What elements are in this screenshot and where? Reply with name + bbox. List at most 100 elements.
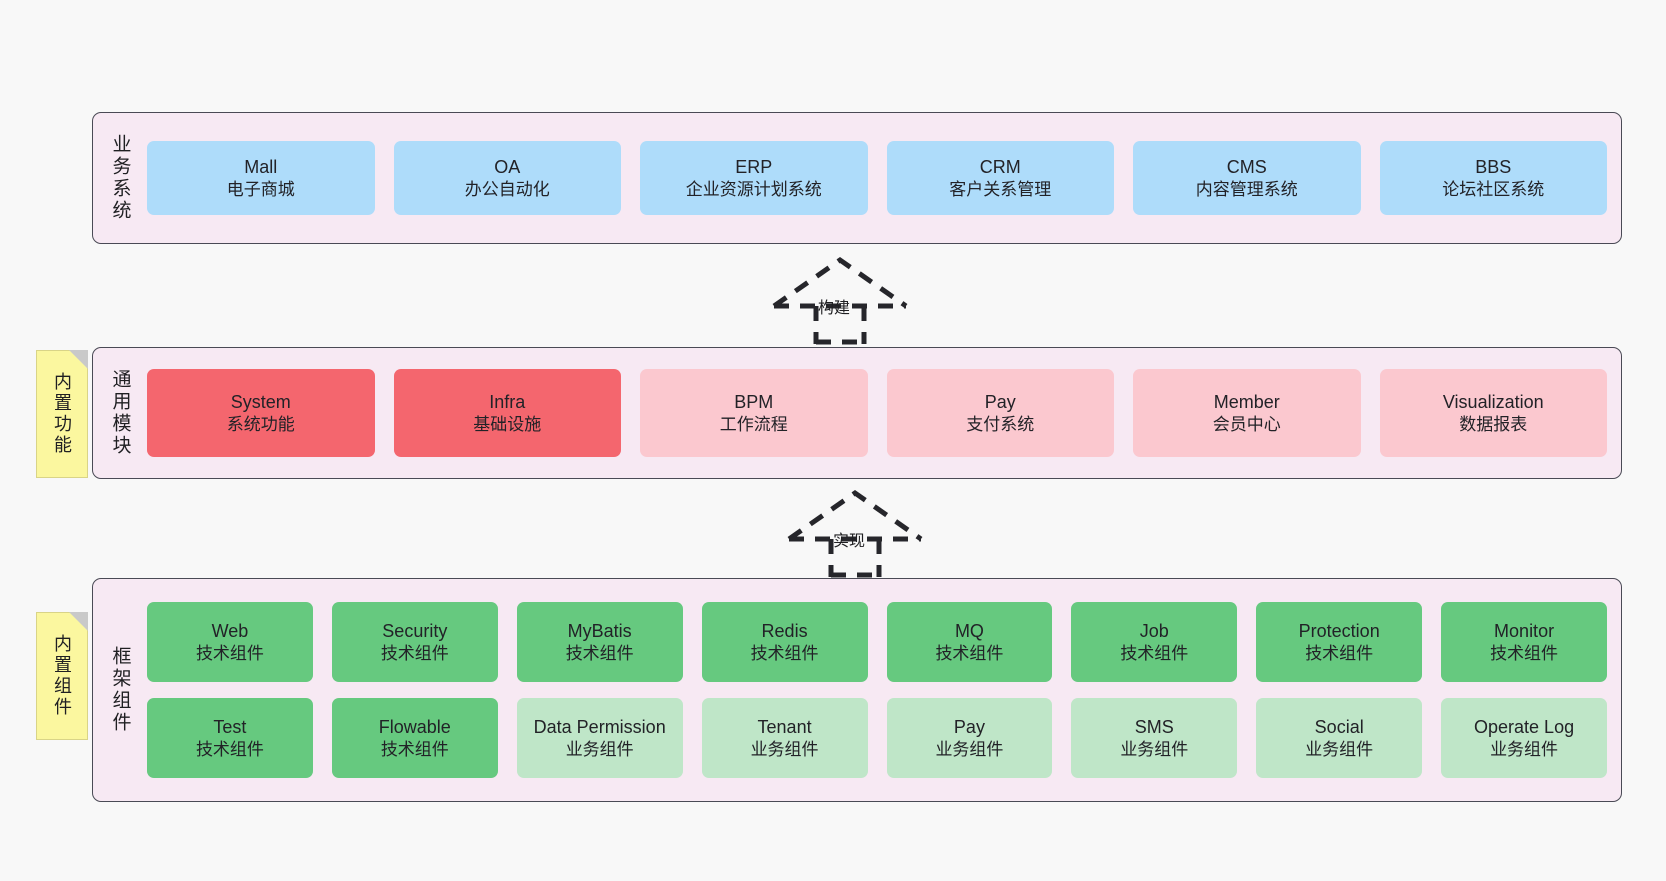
node-erp[interactable]: ERP 企业资源计划系统 [640,141,868,215]
layer-body-framework-components: Web 技术组件 Security 技术组件 MyBatis 技术组件 Redi… [147,579,1621,801]
node-subtitle: 业务组件 [565,739,634,759]
node-protection[interactable]: Protection 技术组件 [1256,602,1423,682]
node-title: Mall [244,156,278,177]
node-title: ERP [735,156,773,177]
node-title: BPM [734,391,774,412]
node-subtitle: 技术组件 [1305,643,1374,663]
note-builtin-functions: 内置功能 [36,350,88,478]
layer-label-business-systems: 业务系统 [109,134,131,222]
node-test[interactable]: Test 技术组件 [147,698,313,778]
generalization-arrow-icon [787,489,923,578]
node-subtitle: 业务组件 [1305,739,1374,759]
node-title: Job [1139,620,1169,641]
node-social[interactable]: Social 业务组件 [1256,698,1423,778]
node-bbs[interactable]: BBS 论坛社区系统 [1379,141,1607,215]
node-subtitle: 业务组件 [1490,739,1559,759]
node-row: Test 技术组件 Flowable 技术组件 Data Permission … [147,698,1607,778]
node-web[interactable]: Web 技术组件 [147,602,313,682]
node-subtitle: 技术组件 [1120,643,1189,663]
node-crm[interactable]: CRM 客户关系管理 [886,141,1114,215]
node-subtitle: 业务组件 [1120,739,1189,759]
node-title: Tenant [757,716,812,737]
node-subtitle: 技术组件 [380,643,449,663]
node-mall[interactable]: Mall 电子商城 [147,141,375,215]
node-subtitle: 支付系统 [966,414,1035,434]
node-title: SMS [1134,716,1174,737]
layer-label-framework-components: 框架组件 [109,646,131,734]
node-visualization[interactable]: Visualization 数据报表 [1379,369,1607,457]
node-title: CRM [979,156,1021,177]
node-title: Security [382,620,448,641]
node-title: Infra [489,391,526,412]
node-title: Pay [984,391,1016,412]
node-subtitle: 技术组件 [1490,643,1559,663]
node-data-permission[interactable]: Data Permission 业务组件 [516,698,683,778]
node-security[interactable]: Security 技术组件 [331,602,498,682]
node-subtitle: 技术组件 [935,643,1004,663]
node-redis[interactable]: Redis 技术组件 [701,602,868,682]
node-title: MQ [954,620,984,641]
node-subtitle: 论坛社区系统 [1442,179,1545,199]
node-subtitle: 客户关系管理 [949,179,1052,199]
node-subtitle: 工作流程 [719,414,788,434]
node-subtitle: 技术组件 [565,643,634,663]
node-infra[interactable]: Infra 基础设施 [393,369,621,457]
node-bpm[interactable]: BPM 工作流程 [640,369,868,457]
node-title: System [230,391,291,412]
generalization-arrow-icon [772,256,908,345]
node-subtitle: 基础设施 [473,414,542,434]
node-job[interactable]: Job 技术组件 [1071,602,1238,682]
layer-common-modules: 通用模块 System 系统功能 Infra 基础设施 BPM 工作流程 Pay… [92,347,1622,479]
node-subtitle: 办公自动化 [464,179,550,199]
node-pay-component[interactable]: Pay 业务组件 [886,698,1053,778]
node-title: Redis [761,620,808,641]
layer-body-common-modules: System 系统功能 Infra 基础设施 BPM 工作流程 Pay 支付系统… [147,348,1621,478]
node-mq[interactable]: MQ 技术组件 [886,602,1053,682]
node-subtitle: 系统功能 [226,414,295,434]
node-row: Mall 电子商城 OA 办公自动化 ERP 企业资源计划系统 CRM 客户关系… [147,141,1607,215]
node-title: CMS [1226,156,1267,177]
node-tenant[interactable]: Tenant 业务组件 [701,698,868,778]
node-flowable[interactable]: Flowable 技术组件 [331,698,498,778]
arrow-implement: 实现 [775,489,935,578]
node-title: Operate Log [1474,716,1575,737]
node-title: Web [211,620,249,641]
node-subtitle: 业务组件 [935,739,1004,759]
node-title: Data Permission [533,716,666,737]
node-title: Monitor [1494,620,1555,641]
node-title: Pay [953,716,985,737]
node-system[interactable]: System 系统功能 [147,369,375,457]
layer-label-common-modules: 通用模块 [109,369,131,457]
node-title: Protection [1298,620,1380,641]
node-sms[interactable]: SMS 业务组件 [1071,698,1238,778]
node-subtitle: 业务组件 [750,739,819,759]
node-member[interactable]: Member 会员中心 [1133,369,1361,457]
node-subtitle: 会员中心 [1212,414,1281,434]
layer-body-business-systems: Mall 电子商城 OA 办公自动化 ERP 企业资源计划系统 CRM 客户关系… [147,113,1621,243]
node-title: Visualization [1442,391,1544,412]
node-cms[interactable]: CMS 内容管理系统 [1133,141,1361,215]
node-subtitle: 技术组件 [195,739,264,759]
node-pay-module[interactable]: Pay 支付系统 [886,369,1114,457]
node-subtitle: 技术组件 [750,643,819,663]
arrow-implement-label: 实现 [833,533,866,550]
node-title: OA [494,156,521,177]
node-subtitle: 技术组件 [195,643,264,663]
node-monitor[interactable]: Monitor 技术组件 [1441,602,1607,682]
node-title: BBS [1475,156,1512,177]
node-title: MyBatis [567,620,632,641]
arrow-build: 构建 [760,256,920,345]
node-subtitle: 企业资源计划系统 [685,179,822,199]
node-mybatis[interactable]: MyBatis 技术组件 [516,602,683,682]
node-subtitle: 技术组件 [380,739,449,759]
note-builtin-components: 内置组件 [36,612,88,740]
node-title: Test [213,716,247,737]
node-operate-log[interactable]: Operate Log 业务组件 [1441,698,1607,778]
node-oa[interactable]: OA 办公自动化 [393,141,621,215]
node-row: Web 技术组件 Security 技术组件 MyBatis 技术组件 Redi… [147,602,1607,682]
node-title: Flowable [378,716,451,737]
arrow-build-label: 构建 [818,300,851,317]
node-subtitle: 电子商城 [226,179,295,199]
layer-framework-components: 框架组件 Web 技术组件 Security 技术组件 MyBatis 技术组件… [92,578,1622,802]
